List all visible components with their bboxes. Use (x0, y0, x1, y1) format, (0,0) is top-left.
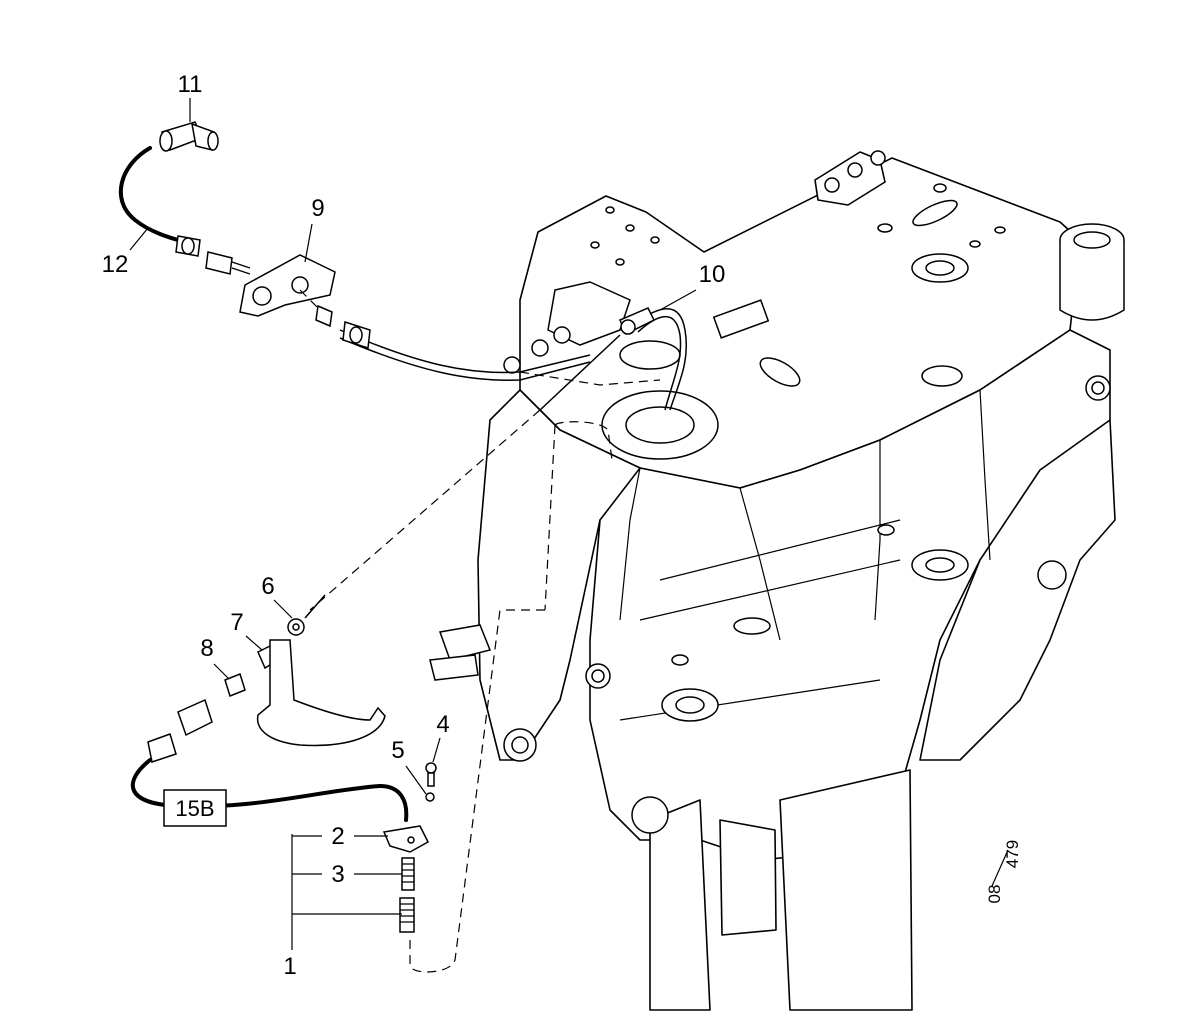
hose-assembly-10 (304, 307, 688, 619)
callout-8: 8 (200, 635, 213, 662)
callout-7: 7 (230, 609, 243, 636)
callout-2: 2 (331, 823, 344, 850)
hose-12 (118, 121, 251, 275)
bracket-9 (239, 254, 371, 349)
callout-10: 10 (699, 261, 726, 288)
callout-5: 5 (391, 737, 404, 764)
label-15b: 15B (175, 796, 214, 821)
loader-frame (429, 150, 1125, 1011)
plate-and-pin-1-5 (382, 424, 556, 973)
fittings-6-7-8 (147, 618, 386, 763)
callout-11: 11 (178, 71, 203, 98)
callout-3: 3 (331, 861, 344, 888)
callout-9: 9 (311, 195, 324, 222)
callout-12: 12 (102, 251, 129, 278)
sheet-ref-page: 479 (1003, 840, 1022, 868)
callout-4: 4 (436, 711, 449, 738)
callout-6: 6 (261, 573, 274, 600)
assembly-dash-lines (519, 371, 661, 461)
sheet-ref-number: 08 (985, 885, 1004, 904)
callouts: 11 12 9 10 6 7 8 4 5 2 3 1 (102, 71, 726, 980)
label-box-15b (163, 789, 227, 827)
sheet-reference: 08 479 (985, 840, 1022, 904)
elbow-fitting-11 (159, 121, 219, 152)
hose-15b: 15B (130, 758, 409, 827)
callout-1: 1 (283, 953, 296, 980)
